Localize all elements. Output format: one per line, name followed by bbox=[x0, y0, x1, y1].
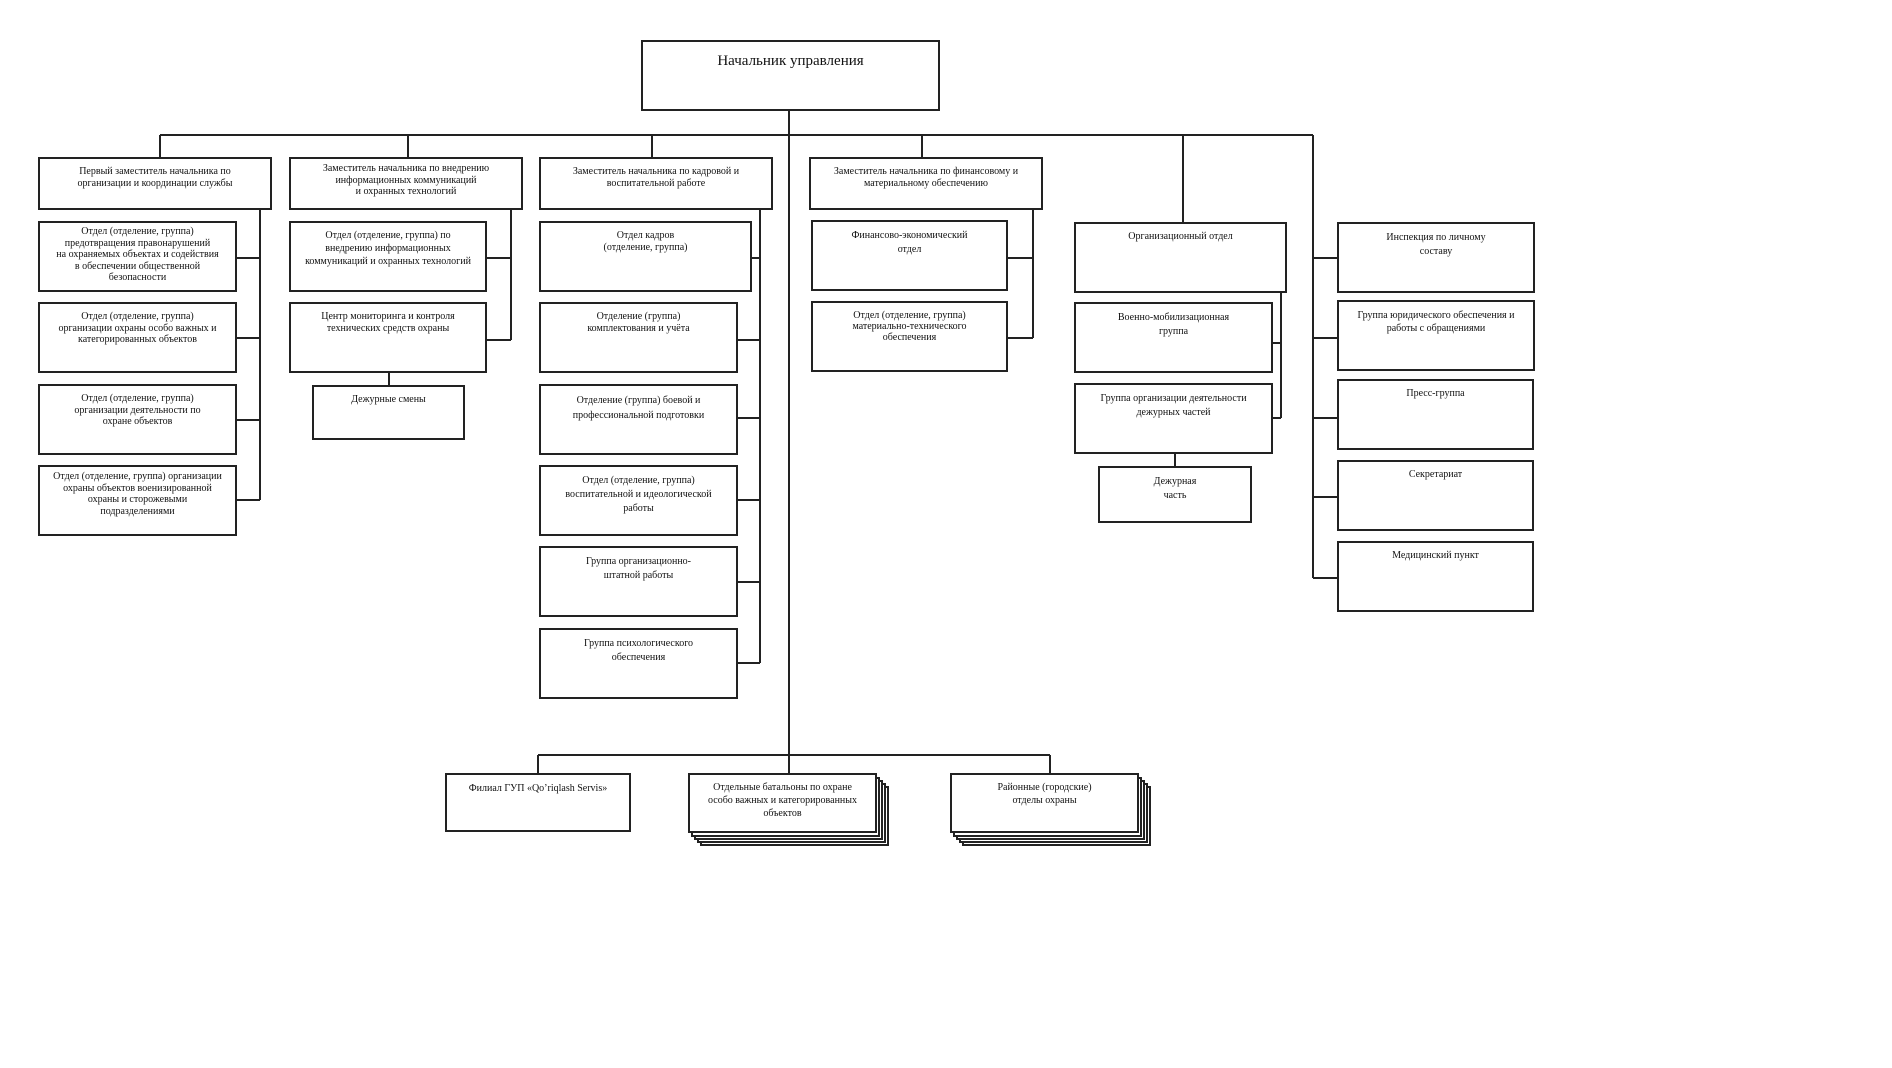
col6-label-3: Пресс-группа bbox=[1406, 388, 1465, 399]
col6-label-1: Инспекция по личному составу bbox=[1386, 232, 1486, 257]
col6-box-1: Инспекция по личному составу bbox=[1337, 222, 1535, 293]
deputy-box-3: Заместитель начальника по кадровой и вос… bbox=[539, 157, 773, 210]
col1-label-2: Отдел (отделение, группа) организации ох… bbox=[58, 311, 217, 345]
col5-box-3: Группа организации деятельности дежурных… bbox=[1074, 383, 1273, 454]
col3-label-2: Отделение (группа) комплектования и учёт… bbox=[587, 311, 690, 334]
bottom-label-2: Отдельные батальоны по охране особо важн… bbox=[708, 782, 857, 819]
col5-box-2: Военно-мобилизационная группа bbox=[1074, 302, 1273, 373]
connector-lines bbox=[159, 110, 1337, 774]
col1-label-3: Отдел (отделение, группа) организации де… bbox=[74, 393, 201, 427]
head-label: Начальник управления bbox=[717, 53, 864, 69]
bottom-box-3: Районные (городские) отделы охраны bbox=[950, 773, 1139, 833]
col4-label-1: Финансово-экономический отдел bbox=[851, 230, 968, 255]
deputy-label-4: Заместитель начальника по финансовому и … bbox=[833, 166, 1019, 189]
deputy-label-3: Заместитель начальника по кадровой и вос… bbox=[572, 166, 740, 189]
col3-box-2: Отделение (группа) комплектования и учёт… bbox=[539, 302, 738, 373]
deputy-box-1: Первый заместитель начальника по организ… bbox=[38, 157, 272, 210]
col4-box-2: Отдел (отделение, группа) материально-те… bbox=[811, 301, 1008, 372]
col5-box-1: Организационный отдел bbox=[1074, 222, 1287, 293]
col4-label-2: Отдел (отделение, группа) материально-те… bbox=[852, 310, 967, 343]
bottom-box-2: Отдельные батальоны по охране особо важн… bbox=[688, 773, 877, 833]
col3-label-6: Группа психологического обеспечения bbox=[583, 638, 694, 663]
head-box: Начальник управления bbox=[641, 40, 940, 111]
col3-box-4: Отдел (отделение, группа) воспитательной… bbox=[539, 465, 738, 536]
col5-label-3: Группа организации деятельности дежурных… bbox=[1100, 393, 1247, 418]
col6-label-2: Группа юридического обеспечения и работы… bbox=[1357, 310, 1515, 334]
deputy-box-2: Заместитель начальника по внедрению инфо… bbox=[289, 157, 523, 210]
col5-label-4: Дежурная часть bbox=[1153, 476, 1197, 501]
deputy-label-1: Первый заместитель начальника по организ… bbox=[77, 166, 233, 189]
col1-label-1: Отдел (отделение, группа) предотвращения… bbox=[56, 226, 219, 283]
bottom-box-1: Филиал ГУП «Qo’riqlash Servis» bbox=[445, 773, 631, 832]
deputy-box-4: Заместитель начальника по финансовому и … bbox=[809, 157, 1043, 210]
col3-box-6: Группа психологического обеспечения bbox=[539, 628, 738, 699]
col2-box-3: Дежурные смены bbox=[312, 385, 465, 440]
col3-box-1: Отдел кадров (отделение, группа) bbox=[539, 221, 752, 292]
col6-box-2: Группа юридического обеспечения и работы… bbox=[1337, 300, 1535, 371]
col1-label-4: Отдел (отделение, группа) организации ох… bbox=[53, 471, 222, 517]
bottom-label-1: Филиал ГУП «Qo’riqlash Servis» bbox=[468, 783, 608, 794]
col5-label-2: Военно-мобилизационная группа bbox=[1117, 312, 1230, 337]
col2-label-2: Центр мониторинга и контроля технических… bbox=[321, 311, 455, 334]
col3-box-3: Отделение (группа) боевой и профессионал… bbox=[539, 384, 738, 455]
col3-box-5: Группа организационно- штатной работы bbox=[539, 546, 738, 617]
bottom-label-3: Районные (городские) отделы охраны bbox=[997, 782, 1092, 806]
col2-box-1: Отдел (отделение, группа) по внедрению и… bbox=[289, 221, 487, 292]
col1-box-4: Отдел (отделение, группа) организации ох… bbox=[38, 465, 237, 536]
col2-label-3: Дежурные смены bbox=[351, 394, 426, 405]
col1-box-2: Отдел (отделение, группа) организации ох… bbox=[38, 302, 237, 373]
col3-label-3: Отделение (группа) боевой и профессионал… bbox=[572, 395, 705, 421]
col3-label-4: Отдел (отделение, группа) воспитательной… bbox=[565, 475, 712, 514]
col1-box-1: Отдел (отделение, группа) предотвращения… bbox=[38, 221, 237, 292]
col6-label-4: Секретариат bbox=[1408, 469, 1463, 480]
col2-box-2: Центр мониторинга и контроля технических… bbox=[289, 302, 487, 373]
col6-label-5: Медицинский пункт bbox=[1392, 550, 1479, 561]
col3-label-1: Отдел кадров (отделение, группа) bbox=[603, 230, 688, 253]
col6-box-4: Секретариат bbox=[1337, 460, 1534, 531]
col3-label-5: Группа организационно- штатной работы bbox=[585, 556, 692, 581]
col6-box-5: Медицинский пункт bbox=[1337, 541, 1534, 612]
deputy-label-2: Заместитель начальника по внедрению инфо… bbox=[322, 163, 490, 197]
col4-box-1: Финансово-экономический отдел bbox=[811, 220, 1008, 291]
col1-box-3: Отдел (отделение, группа) организации де… bbox=[38, 384, 237, 455]
col2-label-1: Отдел (отделение, группа) по внедрению и… bbox=[305, 230, 471, 267]
col5-label-1: Организационный отдел bbox=[1128, 231, 1233, 242]
col6-box-3: Пресс-группа bbox=[1337, 379, 1534, 450]
col5-box-4: Дежурная часть bbox=[1098, 466, 1252, 523]
